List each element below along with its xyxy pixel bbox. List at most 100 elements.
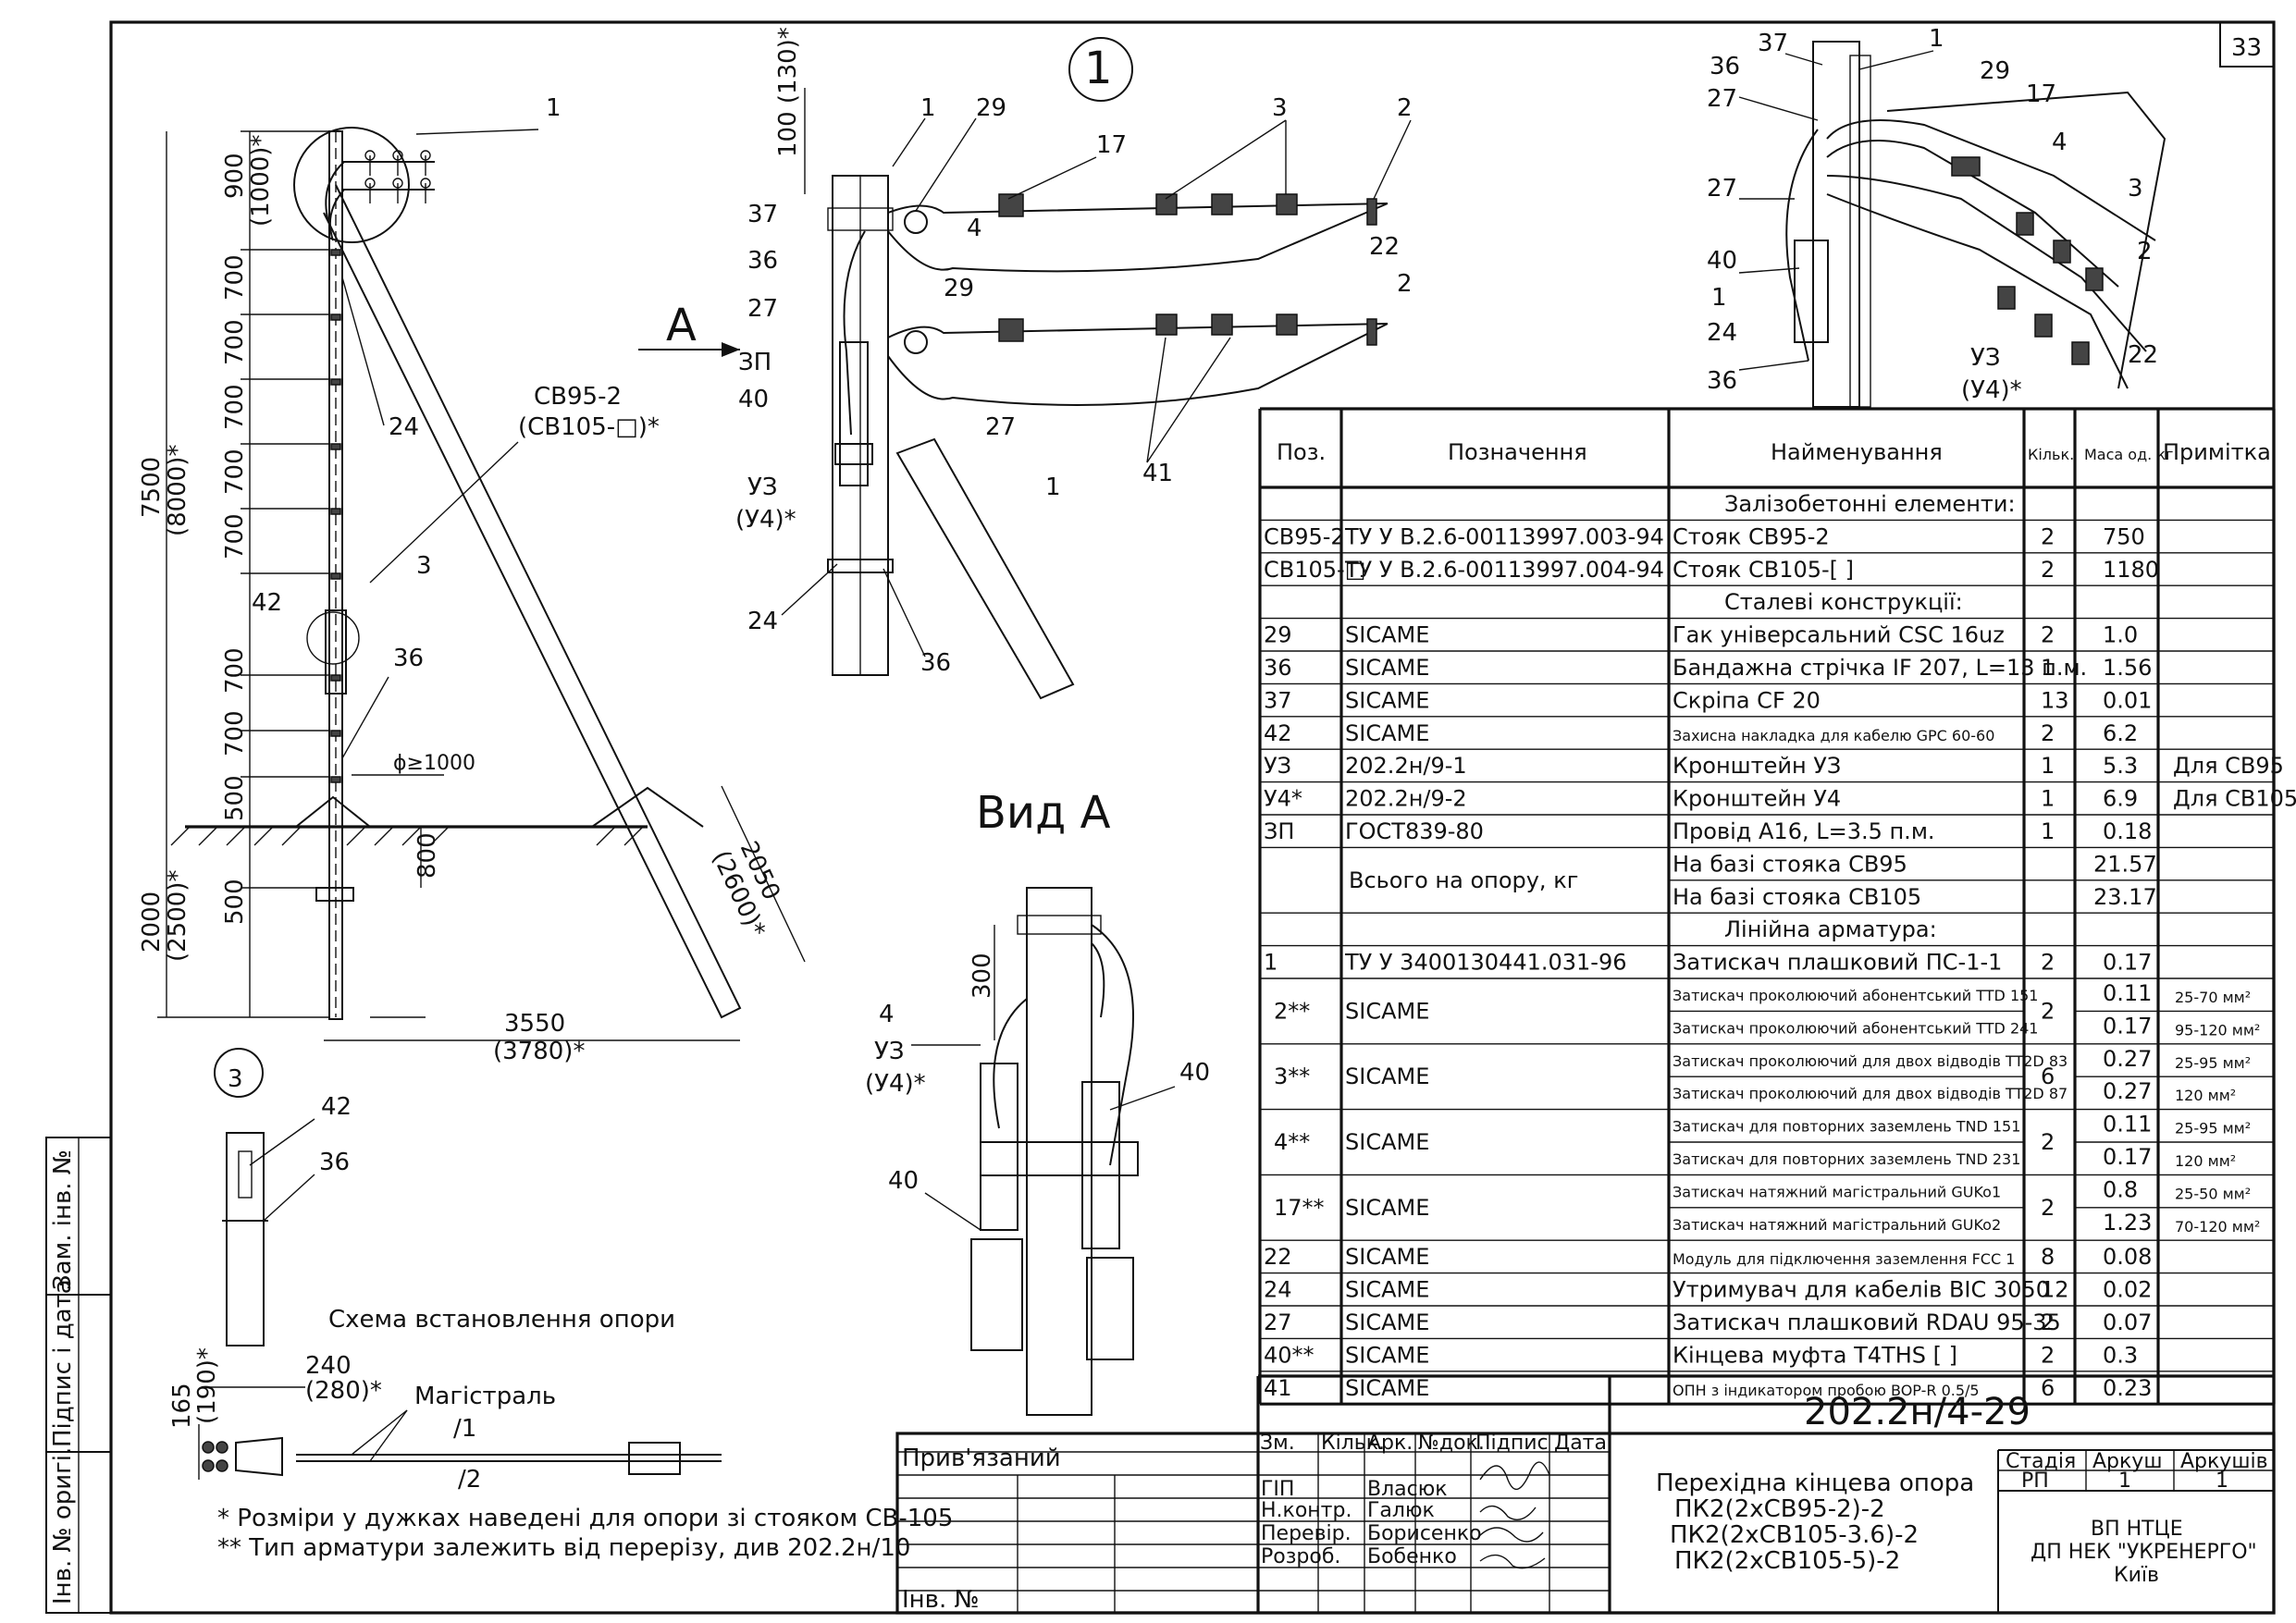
- role-nkontr: Н.контр.: [1261, 1499, 1352, 1522]
- spec-mass: 750: [2103, 523, 2145, 549]
- iso-callout-4: 4: [2052, 129, 2068, 156]
- note-fitting-type: ** Тип арматури залежить від перерізу, д…: [217, 1534, 910, 1562]
- scheme-dim-190: (190)*: [193, 1347, 221, 1424]
- dim-700-b: 700: [221, 319, 249, 365]
- spec-qty: 2: [2041, 557, 2055, 583]
- iso-callout-1b: 1: [1711, 284, 1727, 312]
- spec-pos: У4*: [1264, 786, 1302, 812]
- name-perevir: Борисенко: [1367, 1522, 1482, 1545]
- scheme-mainline: Магістраль: [414, 1383, 556, 1410]
- spec-total-name: На базі стояка СВ95: [1673, 851, 1907, 877]
- scheme-dim-280: (280)*: [305, 1377, 382, 1405]
- spec-name: Стояк СВ95-2: [1673, 523, 1830, 549]
- callout-42: 42: [252, 589, 282, 617]
- title-line-4: ПК2(2хСВ105-5)-2: [1674, 1547, 1900, 1575]
- spec-name: Затискач для повторних заземлень TND 151: [1673, 1118, 2020, 1136]
- spec-hdr-note: Примітка: [2163, 439, 2271, 465]
- d1-callout-2: 2: [1397, 94, 1413, 122]
- spec-name: Затискач проколюючий абонентський TTD 15…: [1673, 987, 2038, 1004]
- d1-callout-u3: УЗ: [747, 473, 778, 501]
- scheme-title: Схема встановлення опори: [328, 1306, 675, 1334]
- spec-name: Кінцева муфта T4THS [ ]: [1673, 1342, 1957, 1368]
- spec-pos: 36: [1264, 655, 1292, 681]
- dim-700-e: 700: [221, 513, 249, 559]
- spec-qty: 1: [2041, 818, 2055, 844]
- spec-mass: 0.27: [2103, 1078, 2152, 1104]
- org-line-1: ВП НТЦЕ: [2091, 1518, 2183, 1541]
- title-attached: Прив'язаний: [902, 1445, 1061, 1472]
- spec-note: Для СВ105: [2173, 786, 2296, 812]
- stage-hdr: Стадія: [2006, 1450, 2076, 1473]
- name-nkontr: Галюк: [1367, 1499, 1435, 1522]
- callout-1: 1: [546, 94, 562, 122]
- spec-total-mass: 23.17: [2093, 884, 2157, 910]
- spec-pos: 24: [1264, 1277, 1292, 1303]
- dim-3780: (3780)*: [493, 1038, 585, 1065]
- iso-callout-22: 22: [2128, 341, 2158, 369]
- spec-pos: 41: [1264, 1375, 1292, 1401]
- dim-500-b: 500: [221, 879, 249, 925]
- view-a-title: Вид А: [976, 787, 1111, 839]
- spec-name: Захисна накладка для кабелю GPC 60-60: [1673, 727, 1994, 744]
- drawing-code: 202.2н/4-29: [1804, 1391, 2031, 1433]
- spec-name: Кронштейн У4: [1673, 786, 1841, 812]
- iso-callout-u4: (У4)*: [1961, 376, 2022, 404]
- spec-mass: 1.23: [2103, 1210, 2152, 1236]
- dim-700-c: 700: [221, 384, 249, 430]
- scheme-dim-240: 240: [305, 1352, 352, 1380]
- spec-qty: 1: [2041, 786, 2055, 812]
- spec-note: 25-95 мм²: [2175, 1054, 2251, 1072]
- d1-callout-3: 3: [1272, 94, 1288, 122]
- spec-code: SICAME: [1345, 1277, 1429, 1303]
- d1-callout-29b: 29: [944, 275, 974, 302]
- spec-mass: 1.56: [2103, 655, 2152, 681]
- iso-callout-3: 3: [2128, 175, 2143, 203]
- spec-mass: 0.11: [2103, 1112, 2152, 1137]
- spec-name: Гак універсальний CSC 16uz: [1673, 622, 2005, 648]
- spec-hdr-pos: Поз.: [1277, 439, 1326, 465]
- spec-mass: 0.17: [2103, 950, 2152, 976]
- spec-name: Затискач натяжний магістральний GUKo2: [1673, 1216, 2001, 1234]
- spec-code: ТУ У В.2.6-00113997.004-94: [1344, 557, 1664, 583]
- detail-3-callout-42: 42: [321, 1093, 352, 1121]
- spec-mass: 0.08: [2103, 1244, 2152, 1270]
- spec-note: 25-50 мм²: [2175, 1185, 2251, 1202]
- spec-name: Затискач для повторних заземлень TND 231: [1673, 1150, 2020, 1168]
- sheet-frame: [109, 20, 2276, 1615]
- d1-callout-2b: 2: [1397, 270, 1413, 298]
- spec-pos: ЗП: [1264, 818, 1294, 844]
- spec-mass: 0.11: [2103, 980, 2152, 1006]
- spec-qty: 1: [2041, 655, 2055, 681]
- spec-note: 25-70 мм²: [2175, 989, 2251, 1006]
- detail-3-number: 3: [228, 1065, 243, 1093]
- spec-pos: 42: [1264, 720, 1292, 746]
- spec-mass: 0.23: [2103, 1375, 2152, 1401]
- spec-code: ТУ У В.2.6-00113997.003-94: [1344, 523, 1664, 549]
- spec-code: ГОСТ839-80: [1345, 818, 1484, 844]
- dim-2000: 2000: [138, 891, 166, 953]
- spec-note: 70-120 мм²: [2175, 1218, 2260, 1236]
- iso-callout-36: 36: [1710, 53, 1740, 80]
- spec-qty: 2: [2041, 1129, 2055, 1155]
- spec-qty: 1: [2041, 753, 2055, 779]
- d1-callout-36b: 36: [920, 649, 951, 677]
- spec-mass: 0.17: [2103, 1144, 2152, 1170]
- spec-name: Бандажна стрічка IF 207, L=13 п.м.: [1673, 655, 2087, 681]
- scheme-dim-165: 165: [168, 1383, 196, 1429]
- d1-callout-29: 29: [976, 94, 1006, 122]
- spec-pos: 27: [1264, 1309, 1292, 1335]
- spec-name: Затискач натяжний магістральний GUKo1: [1673, 1183, 2001, 1200]
- spec-name: Модуль для підключення заземлення FCC 1: [1673, 1250, 2015, 1268]
- title-hdr-zm: Зм.: [1260, 1432, 1295, 1455]
- spec-mass: 0.8: [2103, 1176, 2138, 1202]
- spec-code: SICAME: [1345, 1309, 1429, 1335]
- role-rozrob: Розроб.: [1261, 1545, 1340, 1568]
- title-hdr-sign: Підпис: [1475, 1432, 1549, 1455]
- spec-pos: 37: [1264, 687, 1292, 713]
- spec-code: 202.2н/9-2: [1345, 786, 1467, 812]
- side-stamp-orig: Інв. № оригі.: [49, 1447, 77, 1605]
- spec-total-mass: 21.57: [2093, 851, 2157, 877]
- spec-code: SICAME: [1345, 1129, 1429, 1155]
- spec-qty: 2: [2041, 523, 2055, 549]
- title-hdr-qty: Кільк.: [1321, 1432, 1385, 1455]
